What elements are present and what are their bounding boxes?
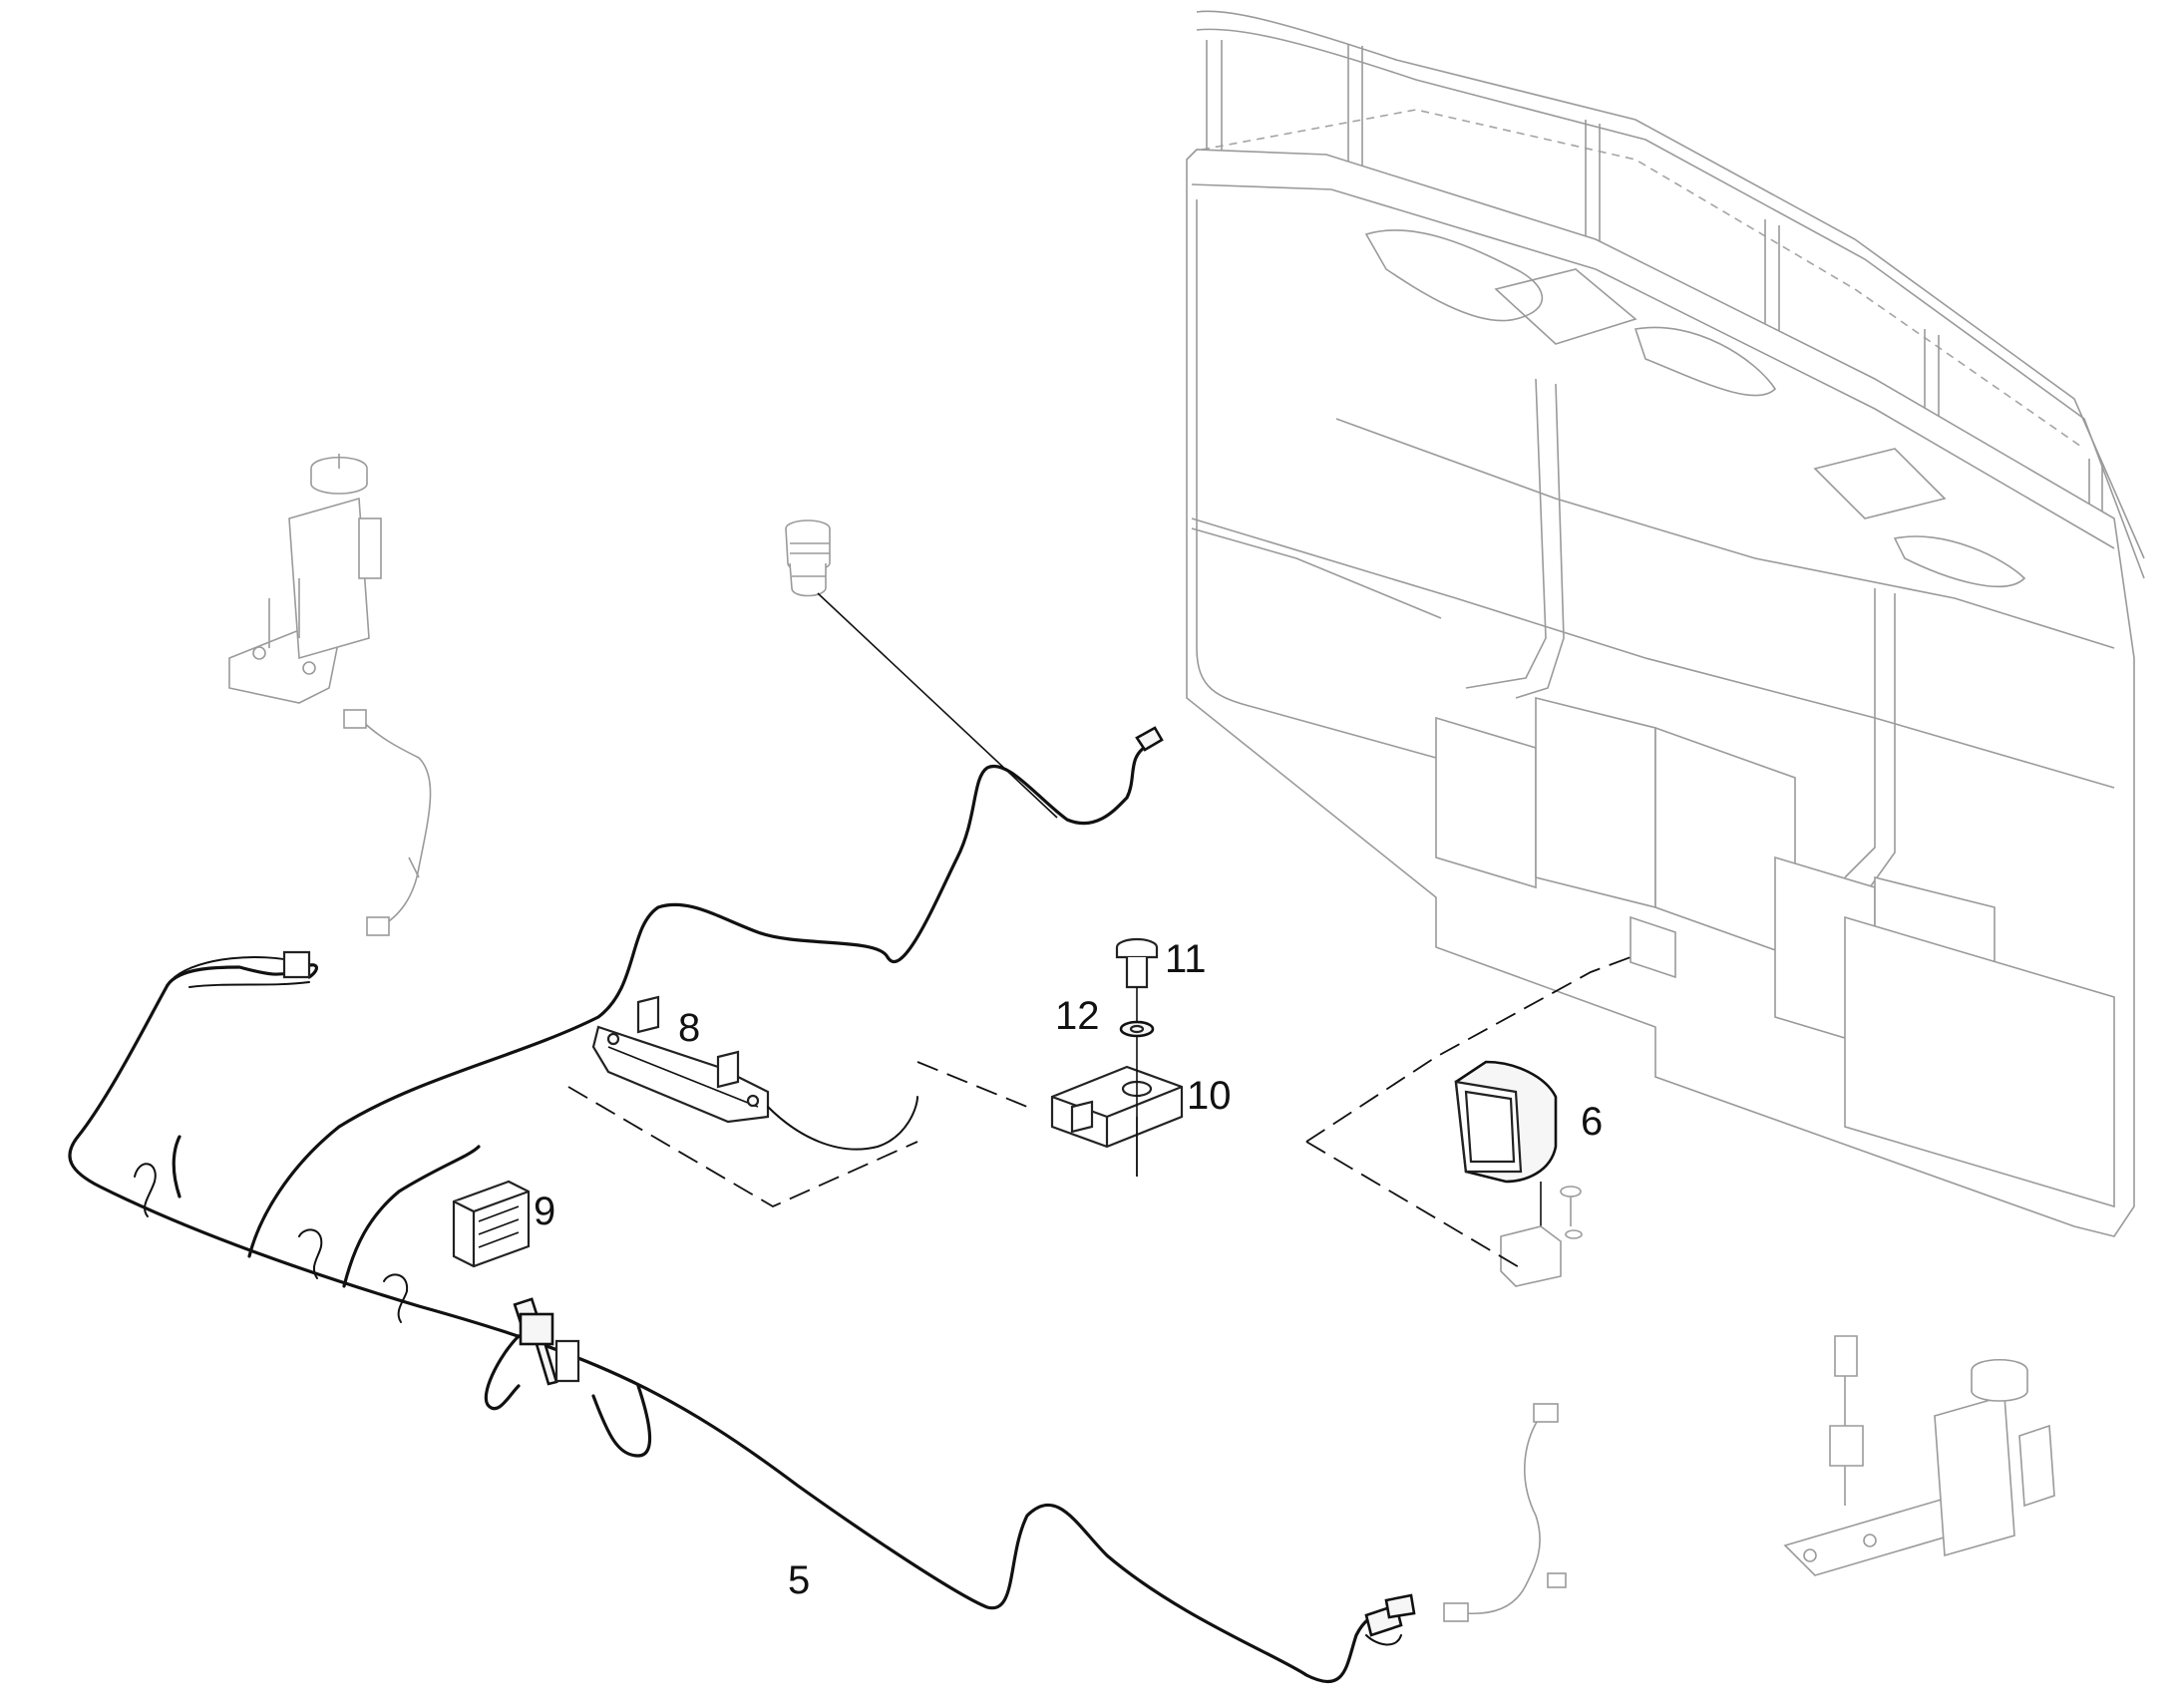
part-12-washer	[1119, 1020, 1155, 1038]
left-mount-bracket	[228, 454, 382, 704]
callout-5: 5	[788, 1558, 810, 1602]
cable-fitting	[785, 519, 1058, 819]
part-6-beacon	[1454, 1060, 1558, 1276]
assembly-leaders	[567, 956, 1632, 1272]
wire-harness	[68, 726, 1416, 1683]
callout-8: 8	[678, 1006, 700, 1050]
part-9-control-module	[452, 1180, 531, 1268]
part-10-mount-block	[1050, 1065, 1184, 1149]
callout-11: 11	[1165, 937, 1207, 981]
callout-10: 10	[1187, 1074, 1232, 1118]
beacon-bracket	[1500, 1186, 1583, 1287]
left-sensor-cable	[343, 709, 432, 936]
part-8-sensor-bracket	[591, 995, 918, 1151]
right-mount-bracket	[1783, 1335, 2055, 1576]
cab-frame-assembly	[1186, 10, 2145, 1237]
right-sensor-cable	[1443, 1403, 1567, 1622]
callout-9: 9	[534, 1190, 555, 1233]
callout-12: 12	[1055, 994, 1100, 1038]
callout-6: 6	[1581, 1100, 1603, 1144]
